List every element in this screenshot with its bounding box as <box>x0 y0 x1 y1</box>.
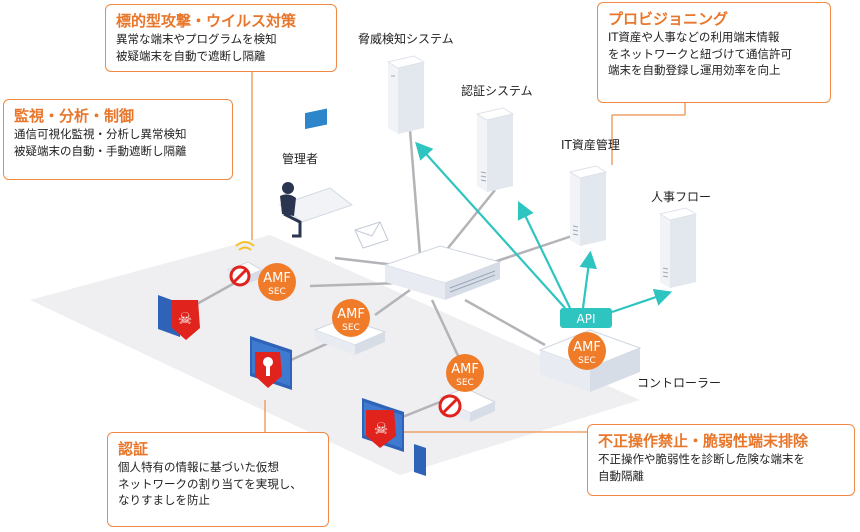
callout-line: 自動隔離 <box>598 468 644 483</box>
label-auth-system: 認証システム <box>461 84 533 98</box>
badge-line2: SEC <box>342 323 360 333</box>
callout-line: 端末を自動登録し運用効率を向上 <box>608 63 781 77</box>
label-controller: コントローラー <box>637 376 722 390</box>
core-switch <box>383 245 502 300</box>
server-threat-detection <box>386 55 426 134</box>
callout-title: 標的型攻撃・ウイルス対策 <box>116 12 297 30</box>
label-it-asset: IT資産管理 <box>561 138 620 152</box>
svg-text:☠: ☠ <box>178 309 192 328</box>
server-auth-system <box>475 107 515 192</box>
callout-exclusion: 不正操作禁止・脆弱性端末排除 不正操作や脆弱性を診断し危険な端末を 自動隔離 <box>587 424 855 496</box>
badge-line1: AMF <box>451 362 479 377</box>
label-admin: 管理者 <box>282 152 319 166</box>
server-it-asset <box>568 165 608 246</box>
label-hr-flow: 人事フロー <box>651 190 712 204</box>
badge-line1: AMF <box>573 340 601 355</box>
mail-envelope-icon <box>354 221 389 249</box>
amf-sec-badge: AMF SEC <box>332 299 370 337</box>
callout-line: 通信可視化監視・分析し異常検知 <box>14 127 187 141</box>
badge-line2: SEC <box>456 378 474 388</box>
callout-provisioning: プロビジョニング IT資産や人事などの利用端末情報 をネットワークと紐づけて通信… <box>597 2 831 103</box>
callout-line: IT資産や人事などの利用端末情報 <box>608 30 780 44</box>
badge-line2: SEC <box>268 287 286 297</box>
amf-sec-badge: AMF SEC <box>258 263 296 301</box>
badge-line1: AMF <box>337 307 365 322</box>
server-hr-flow <box>658 207 698 288</box>
callout-line: 個人特有の情報に基づいた仮想 <box>118 460 279 474</box>
label-threat-system: 脅威検知システム <box>358 32 454 46</box>
api-arrows <box>415 141 673 314</box>
amf-sec-badge: AMF SEC <box>568 332 606 370</box>
callout-title: 不正操作禁止・脆弱性端末排除 <box>598 432 809 450</box>
badge-line2: SEC <box>578 356 596 366</box>
api-text: API <box>577 312 596 326</box>
callout-line: ネットワークの割り当てを実現し、 <box>118 476 302 491</box>
infected-terminal-left: ☠ <box>158 295 200 340</box>
callout-line: 被疑端末を自動で遮断し隔離 <box>116 48 266 63</box>
callout-authentication: 認証 個人特有の情報に基づいた仮想 ネットワークの割り当てを実現し、 なりすまし… <box>107 432 329 527</box>
callout-targeted-attack: 標的型攻撃・ウイルス対策 異常な端末やプログラムを検知 被疑端末を自動で遮断し隔… <box>105 4 337 72</box>
api-label: API <box>560 308 612 328</box>
callout-line: 不正操作や脆弱性を診断し危険な端末を <box>598 452 805 466</box>
callout-connectors <box>251 72 686 433</box>
badge-line1: AMF <box>263 271 291 286</box>
block-icon <box>438 394 462 418</box>
callout-title: 認証 <box>118 440 149 458</box>
callout-line: をネットワークと紐づけて通信許可 <box>608 46 792 61</box>
floor-platform <box>30 235 640 475</box>
callout-line: 異常な端末やプログラムを検知 <box>116 32 277 46</box>
infected-terminal-front: ☠ <box>362 398 426 476</box>
block-icon <box>229 265 251 287</box>
callout-line: 被疑端末の自動・手動遮断し隔離 <box>14 143 187 158</box>
callout-title: プロビジョニング <box>608 10 729 28</box>
admin-workstation <box>278 108 354 238</box>
callout-title: 監視・分析・制御 <box>14 107 135 125</box>
svg-text:☠: ☠ <box>374 419 388 438</box>
callout-monitoring: 監視・分析・制御 通信可視化監視・分析し異常検知 被疑端末の自動・手動遮断し隔離 <box>3 99 233 180</box>
amf-sec-badge: AMF SEC <box>446 354 484 392</box>
auth-terminal <box>250 336 292 390</box>
callout-line: なりすましを防止 <box>118 493 210 507</box>
